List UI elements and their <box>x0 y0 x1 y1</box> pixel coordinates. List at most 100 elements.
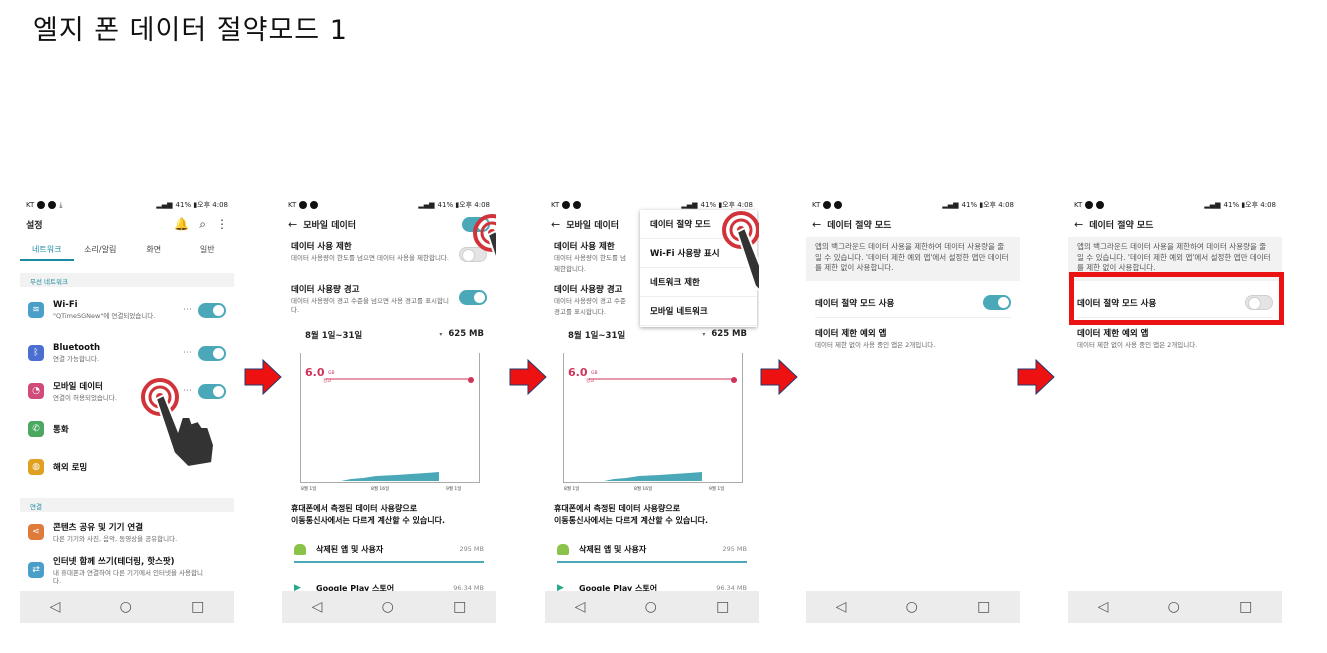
tab-network[interactable]: 네트워크 <box>20 241 74 261</box>
app-usage-bar <box>557 561 747 563</box>
row-title: 해외 로밍 <box>53 463 88 473</box>
data-warning-toggle[interactable] <box>459 290 487 305</box>
usage-area <box>341 472 439 481</box>
back-nav-icon[interactable]: ◁ <box>49 599 61 615</box>
data-saver-header: ← 데이터 절약 모드 <box>1074 215 1276 233</box>
back-arrow-icon[interactable]: ← <box>551 217 561 231</box>
back-nav-icon[interactable]: ◁ <box>835 599 847 615</box>
header-title: 모바일 데이터 <box>566 220 620 231</box>
menu-item-mobile-network[interactable]: 모바일 네트워크 <box>640 297 757 326</box>
more-dots-icon[interactable]: ⋯ <box>183 386 192 396</box>
home-nav-icon[interactable]: ○ <box>644 599 657 615</box>
mobile-data-icon: ◔ <box>28 383 44 399</box>
data-warning-setting[interactable]: 데이터 사용량 경고 데이터 사용량이 경고 수준 경고를 표시합니다. <box>554 283 750 317</box>
exempt-apps-setting[interactable]: 데이터 제한 예외 앱 데이터 제한 없이 사용 중인 앱은 2개입니다. <box>815 327 1011 350</box>
warning-unit: GB <box>591 371 598 376</box>
status-bar: KT ▂▄▆41% ▮오후 4:08 <box>288 199 490 211</box>
setting-title: 데이터 절약 모드 사용 <box>815 298 895 309</box>
settings-row-wifi[interactable]: ≋ Wi-Fi"QTimeSGNew"에 연결되었습니다. ⋯ <box>28 293 226 327</box>
app-size: 295 MB <box>459 545 484 553</box>
home-nav-icon[interactable]: ○ <box>905 599 918 615</box>
more-dots-icon[interactable]: ⋯ <box>183 305 192 315</box>
back-nav-icon[interactable]: ◁ <box>574 599 586 615</box>
menu-item-network-restriction[interactable]: 네트워크 제한 <box>640 268 757 297</box>
settings-row-tethering[interactable]: ⇄ 인터넷 함께 쓰기(테더링, 핫스팟)내 휴대폰과 연결하여 다른 기기에서… <box>28 553 226 587</box>
exempt-apps-setting[interactable]: 데이터 제한 예외 앱 데이터 제한 없이 사용 중인 앱은 2개입니다. <box>1077 327 1273 350</box>
notification-bell-icon[interactable]: 🔔 <box>174 216 190 231</box>
mobile-data-toggle[interactable] <box>198 383 226 399</box>
recents-nav-icon[interactable]: □ <box>977 599 991 615</box>
recents-nav-icon[interactable]: □ <box>191 599 205 615</box>
page-title: 엘지 폰 데이터 절약모드 1 <box>33 15 348 46</box>
section-header-bg <box>20 498 234 512</box>
period-label: 8월 1일~31일 <box>568 331 626 341</box>
android-icon <box>294 543 306 555</box>
recents-nav-icon[interactable]: □ <box>1239 599 1253 615</box>
usage-period-selector[interactable]: 8월 1일~31일 ▾625 MB <box>305 329 484 341</box>
home-nav-icon[interactable]: ○ <box>1167 599 1180 615</box>
data-limit-setting[interactable]: 데이터 사용 제한 데이터 사용량이 한도를 넘 제한합니다. <box>554 240 750 274</box>
carrier-label: KT <box>1074 201 1083 209</box>
data-saver-toggle[interactable] <box>1245 295 1273 310</box>
setting-title: 데이터 사용 제한 <box>554 242 615 252</box>
back-nav-icon[interactable]: ◁ <box>311 599 323 615</box>
tap-hand-icon <box>141 378 216 469</box>
tab-general[interactable]: 일반 <box>199 245 215 254</box>
back-arrow-icon[interactable]: ← <box>288 217 298 231</box>
download-icon: ⤓ <box>59 200 63 209</box>
data-saver-use-row[interactable]: 데이터 절약 모드 사용 <box>815 288 1011 318</box>
data-warning-setting[interactable]: 데이터 사용량 경고 데이터 사용량이 경고 수준을 넘으면 사용 경고를 표시… <box>291 283 487 315</box>
search-icon[interactable]: ⌕ <box>199 216 206 231</box>
setting-desc: 데이터 사용량이 경고 수준을 넘으면 사용 경고를 표시합니다. <box>291 297 449 314</box>
data-limit-toggle[interactable] <box>459 247 487 262</box>
dropdown-caret-icon: ▾ <box>702 331 706 338</box>
recents-nav-icon[interactable]: □ <box>716 599 730 615</box>
dropdown-caret-icon: ▾ <box>439 331 443 338</box>
data-saver-toggle[interactable] <box>983 295 1011 310</box>
usage-chart: 6.0 GB 경고 8월 1일 8월 16일 9월 1일 <box>563 353 743 492</box>
data-saver-use-row[interactable]: 데이터 절약 모드 사용 <box>1077 288 1273 318</box>
x-tick-label: 8월 16일 <box>634 487 653 492</box>
warning-label: 경고 <box>586 379 595 384</box>
app-name: Google Play 스토어 <box>579 583 658 593</box>
app-usage-row[interactable]: ▶ Google Play 스토어 96.34 MB <box>294 581 484 595</box>
recents-nav-icon[interactable]: □ <box>453 599 467 615</box>
usage-period-selector[interactable]: 8월 1일~31일 ▾625 MB <box>568 329 747 341</box>
setting-desc: 데이터 제한 없이 사용 중인 앱은 2개입니다. <box>1077 341 1198 349</box>
usage-amount: 625 MB <box>448 329 484 339</box>
app-usage-row[interactable]: 삭제된 앱 및 사용자 295 MB <box>294 538 484 560</box>
app-name: Google Play 스토어 <box>316 583 395 593</box>
more-dots-icon[interactable]: ⋯ <box>183 348 192 358</box>
settings-row-call[interactable]: ✆ 통화 <box>28 412 226 446</box>
tab-sound[interactable]: 소리/알림 <box>84 245 117 254</box>
row-subtitle: 연결 가능합니다. <box>53 354 99 363</box>
home-nav-icon[interactable]: ○ <box>381 599 394 615</box>
app-usage-row[interactable]: 삭제된 앱 및 사용자 295 MB <box>557 538 747 560</box>
app-usage-row[interactable]: ▶ Google Play 스토어 96.34 MB <box>557 581 747 595</box>
signal-icon: ▂▄▆ <box>681 201 698 209</box>
setting-title: 데이터 사용 제한 <box>291 242 352 252</box>
settings-row-roaming[interactable]: ◍ 해외 로밍 <box>28 450 226 484</box>
bluetooth-toggle[interactable] <box>198 345 226 361</box>
more-menu-icon[interactable]: ⋮ <box>216 216 228 231</box>
home-nav-icon[interactable]: ○ <box>119 599 132 615</box>
usage-chart-svg <box>589 377 737 481</box>
back-arrow-icon[interactable]: ← <box>1074 217 1084 231</box>
wifi-toggle[interactable] <box>198 302 226 318</box>
status-bar: KT ▂▄▆41% ▮오후 4:08 <box>1074 199 1276 211</box>
back-arrow-icon[interactable]: ← <box>812 217 822 231</box>
menu-item-data-saver[interactable]: 데이터 절약 모드 <box>640 210 757 239</box>
status-dot-icon <box>48 201 57 209</box>
navigation-bar: ◁ ○ □ <box>1068 591 1282 623</box>
setting-title: 데이터 절약 모드 사용 <box>1077 298 1157 309</box>
back-nav-icon[interactable]: ◁ <box>1097 599 1109 615</box>
signal-icon: ▂▄▆ <box>418 201 435 209</box>
row-subtitle: 연결이 허용되었습니다. <box>53 393 117 402</box>
menu-item-wifi-usage[interactable]: Wi-Fi 사용량 표시 <box>640 239 757 268</box>
data-limit-setting[interactable]: 데이터 사용 제한 데이터 사용량이 한도를 넘으면 데이터 사용을 제한합니다… <box>291 240 487 263</box>
tab-display[interactable]: 화면 <box>146 245 162 254</box>
warning-label: 경고 <box>323 379 332 384</box>
